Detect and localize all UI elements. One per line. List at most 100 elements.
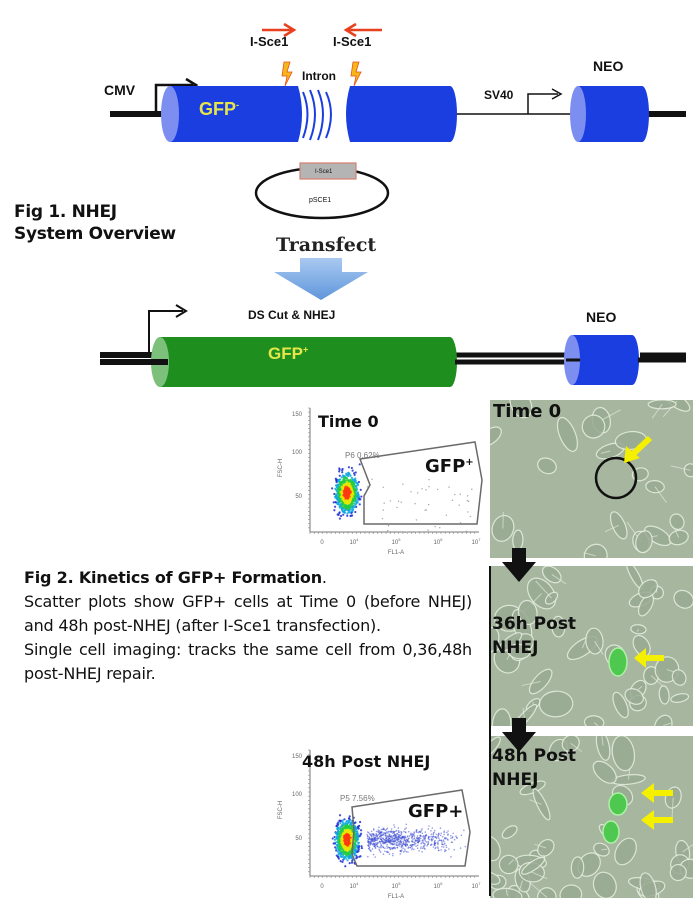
gfp-positive-event-dot bbox=[408, 837, 410, 840]
gfp-positive-event-dot bbox=[434, 842, 436, 844]
event-dot bbox=[338, 512, 341, 515]
event-dot bbox=[344, 472, 348, 475]
event-dot bbox=[356, 826, 359, 829]
cell-shape bbox=[683, 463, 693, 478]
gfp-positive-event-dot bbox=[437, 847, 439, 849]
panel-label-line1: 48h Post bbox=[492, 746, 577, 766]
gfp-positive-event-dot bbox=[415, 829, 418, 831]
gfp-positive-event-dot bbox=[375, 841, 377, 844]
gfp-positive-event-dot bbox=[450, 834, 452, 837]
x-tick-label: 104 bbox=[350, 537, 360, 546]
y-tick-label: 50 bbox=[295, 494, 302, 500]
event-dot bbox=[338, 474, 341, 477]
cell-process bbox=[601, 409, 621, 421]
gfp-positive-event-dot bbox=[466, 495, 469, 497]
event-dot bbox=[359, 820, 362, 824]
gate-label-superscript: + bbox=[465, 457, 474, 468]
x-tick-label: 104 bbox=[350, 881, 360, 890]
gfp-positive-event-dot bbox=[433, 836, 436, 838]
event-dot bbox=[334, 494, 338, 497]
scatter-title-48h: 48h Post NHEJ bbox=[302, 752, 431, 771]
gfp-positive-event-dot bbox=[413, 848, 415, 851]
gfp-positive-event-dot bbox=[407, 851, 409, 853]
gfp-positive-event-dot bbox=[413, 835, 416, 837]
event-dot bbox=[347, 489, 350, 492]
gfp-positive-event-dot bbox=[407, 839, 409, 842]
fig1-title-line1: Fig 1. NHEJ bbox=[14, 202, 117, 222]
gfp-positive-event-dot bbox=[400, 840, 402, 843]
neo-cylinder-top bbox=[570, 86, 649, 142]
cell-process bbox=[671, 797, 674, 817]
gfp-positive-event-dot bbox=[430, 835, 432, 838]
cell-shape bbox=[509, 400, 533, 419]
event-dot bbox=[341, 860, 344, 864]
gfp-positive-event-dot bbox=[388, 837, 391, 840]
gfp-positive-event-dot bbox=[411, 840, 414, 843]
gfp-positive-event-dot bbox=[373, 845, 375, 848]
gfp-positive-event-dot bbox=[438, 837, 440, 839]
gfp-positive-event-dot bbox=[428, 478, 430, 481]
event-dot bbox=[344, 830, 347, 834]
event-dot bbox=[353, 472, 356, 475]
gfp-positive-event-dot bbox=[465, 530, 468, 532]
event-dot bbox=[354, 821, 357, 824]
event-dot bbox=[356, 848, 359, 851]
gfp-positive-event-dot bbox=[412, 843, 415, 846]
cell-process bbox=[531, 871, 548, 880]
event-dot bbox=[351, 469, 354, 472]
event-dot bbox=[344, 488, 347, 491]
gfp-positive-event-dot bbox=[397, 829, 400, 832]
gfp-positive-event-dot bbox=[411, 847, 414, 849]
cell-shape bbox=[670, 693, 690, 703]
event-dot bbox=[354, 844, 358, 847]
gfp-positive-event-dot bbox=[453, 848, 456, 851]
fig1-title-line2: System Overview bbox=[14, 224, 176, 244]
event-dot bbox=[338, 470, 341, 473]
gfp-positive-cell bbox=[608, 647, 628, 677]
gfp-positive-event-dot bbox=[413, 831, 415, 834]
gfp-positive-event-dot bbox=[455, 835, 457, 837]
gfp-positive-event-dot bbox=[399, 843, 402, 846]
panel-label: 48h Post NHEJ bbox=[492, 744, 576, 792]
gfp-positive-event-dot bbox=[369, 843, 372, 846]
event-dot bbox=[339, 499, 342, 503]
event-dot bbox=[339, 514, 343, 518]
event-dot bbox=[346, 512, 349, 515]
cell-process bbox=[534, 843, 546, 849]
event-dot bbox=[345, 857, 348, 860]
y-tick-label: 150 bbox=[292, 412, 303, 418]
event-dot bbox=[338, 481, 341, 484]
x-tick-exponent: 7 bbox=[478, 881, 481, 886]
event-dot bbox=[336, 837, 339, 840]
gfp-positive-event-dot bbox=[453, 838, 456, 841]
gfp-positive-event-dot bbox=[467, 500, 470, 502]
fig1-title: Fig 1. NHEJ System Overview bbox=[14, 201, 176, 245]
event-dot bbox=[349, 478, 353, 481]
sv40-label: SV40 bbox=[484, 88, 514, 102]
gfp-positive-event-dot bbox=[393, 824, 395, 826]
gfp-positive-event-dot bbox=[368, 836, 370, 838]
gfp-positive-event-dot bbox=[393, 831, 396, 833]
gfp-positive-event-dot bbox=[421, 841, 423, 844]
event-dot bbox=[348, 482, 351, 485]
gfp-positive-event-dot bbox=[382, 838, 385, 841]
gfp-positive-event-dot bbox=[428, 825, 430, 827]
cell-process bbox=[673, 528, 680, 538]
gfp-positive-event-dot bbox=[400, 837, 403, 840]
event-dot bbox=[351, 500, 354, 503]
gfp-positive-event-dot bbox=[386, 845, 388, 848]
event-dot bbox=[356, 856, 359, 859]
event-dot bbox=[339, 834, 342, 837]
event-dot bbox=[335, 824, 338, 828]
event-dot bbox=[340, 476, 343, 479]
cell-shape bbox=[492, 887, 523, 898]
gfp-positive-event-dot bbox=[387, 846, 390, 849]
gfp-positive-event-dot bbox=[398, 840, 400, 843]
gfp-positive-event-dot bbox=[424, 835, 427, 837]
gfp-positive-event-dot bbox=[433, 829, 436, 832]
gfp-positive-event-dot bbox=[443, 830, 446, 833]
event-dot bbox=[340, 485, 343, 488]
timeline-connector bbox=[489, 566, 491, 896]
gfp-positive-event-dot bbox=[448, 486, 450, 488]
event-dot bbox=[340, 507, 344, 510]
